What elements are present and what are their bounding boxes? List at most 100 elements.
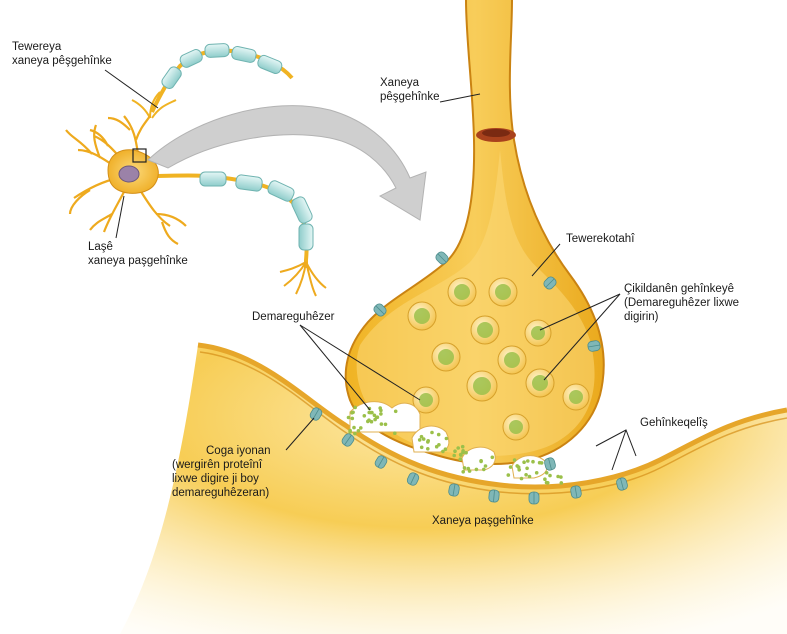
neurotransmitter-dots [346, 405, 564, 485]
neurotransmitter-dot [368, 410, 373, 415]
neurotransmitter-dot [522, 460, 526, 465]
ion-channel-icon [374, 455, 388, 469]
neurotransmitter-dot [506, 473, 511, 477]
neurotransmitter-dot [461, 470, 466, 474]
ion-channel-icon [528, 491, 540, 505]
label-tewerekotahi: Tewerekotahî [566, 233, 635, 245]
label-coga-iyonan: Coga iyonan [206, 445, 271, 457]
neurotransmitter-dot [372, 413, 377, 418]
label-coga-iyonan-4: demareguhêzeran) [172, 487, 269, 499]
neurotransmitter-dot [426, 439, 431, 443]
neurotransmitter-dot [543, 477, 547, 482]
neurotransmitter-dot [373, 417, 377, 422]
neurotransmitter-dot [474, 467, 479, 472]
neurotransmitter-dot [559, 481, 564, 485]
neurotransmitter-dot [462, 466, 467, 470]
neurotransmitter-dot [524, 473, 528, 477]
neurotransmitter-dot [441, 449, 445, 454]
label-xaneya-pesgehinke-2: pêşgehînke [380, 91, 439, 103]
vesicle-icon [431, 342, 461, 372]
presynaptic-neuron [65, 43, 327, 297]
neurotransmitter-dot [537, 460, 542, 465]
neurotransmitter-dot [525, 466, 529, 471]
neurotransmitter-dot [426, 447, 430, 451]
nucleus [118, 165, 140, 183]
neurotransmitter-dot [456, 446, 461, 450]
leader-lines [104, 69, 637, 471]
vesicle-icon [470, 315, 500, 345]
neurotransmitter-dot [460, 444, 465, 449]
neurotransmitter-dot [353, 405, 358, 410]
label-lase: Laşê [88, 241, 113, 253]
neurotransmitter-dot [436, 432, 441, 437]
vesicle-icon [407, 301, 437, 331]
neurotransmitter-dot [534, 471, 539, 475]
vesicle-icon [466, 370, 498, 402]
neurotransmitter-dot [548, 473, 552, 478]
neurotransmitter-dot [346, 415, 351, 420]
neurotransmitter-dot [526, 459, 530, 463]
myelin-sheath-upper [161, 43, 283, 89]
neurotransmitter-dot [482, 467, 486, 472]
neurotransmitter-dot [419, 445, 424, 450]
neurotransmitter-dot [531, 459, 535, 464]
neurotransmitter-dot [379, 408, 383, 413]
neurotransmitter-dot [348, 430, 352, 434]
neurotransmitter-dot [443, 447, 448, 452]
neurotransmitter-dot [516, 465, 521, 470]
neurotransmitter-dot [379, 422, 384, 426]
ion-channel-icon [616, 477, 628, 491]
ion-channel-icon [435, 251, 449, 265]
neurotransmitter-dot [453, 449, 457, 454]
label-lase-2: xaneya paşgehînke [88, 255, 188, 267]
ion-channel-icon [543, 276, 557, 290]
neurotransmitter-dot [383, 422, 388, 427]
label-cikildanen-2: (Demareguhêzer lixwe [624, 297, 739, 309]
ion-channel-icon [373, 303, 387, 317]
neurotransmitter-dot [352, 425, 356, 430]
myelin-sheath-lower [199, 171, 314, 251]
label-cikildanen-3: digirin) [624, 311, 659, 323]
neurotransmitter-dot [458, 452, 463, 457]
neurotransmitter-dot [544, 471, 549, 475]
neurotransmitter-dot [419, 434, 424, 439]
label-xaneya-pesgehinke: Xaneya [380, 77, 420, 89]
ion-channels [309, 251, 628, 505]
synaptic-cleft [349, 401, 548, 479]
neurotransmitter-dot [351, 410, 355, 415]
neurotransmitter-dot [393, 431, 397, 436]
neurotransmitter-dot [430, 430, 434, 435]
neurotransmitter-dot [366, 419, 370, 424]
neurotransmitter-dot [359, 426, 363, 430]
neurotransmitter-dot [417, 438, 422, 442]
zoom-box [132, 148, 147, 163]
neurotransmitter-dot [512, 458, 517, 462]
vesicle-icon [488, 277, 518, 307]
neurotransmitter-dot [527, 474, 532, 479]
ion-channel-icon [488, 489, 500, 503]
label-demareguhezer: Demareguhêzer [252, 311, 335, 323]
neurotransmitter-dot [479, 459, 483, 464]
neurotransmitter-dot [350, 416, 355, 421]
neurotransmitter-dot [434, 444, 439, 449]
ion-channel-icon [341, 433, 355, 447]
neurotransmitter-dot [452, 453, 457, 458]
neurotransmitter-dot [375, 415, 380, 420]
neurotransmitter-dot [458, 457, 463, 462]
neurotransmitter-dot [490, 455, 495, 460]
vesicle-icon [524, 319, 552, 347]
synaptic-vesicles [407, 277, 590, 441]
label-cikildanen: Çikildanên gehînkeyê [624, 283, 734, 295]
label-tewereya-2: xaneya pêşgehînke [12, 55, 112, 67]
neurotransmitter-dot [556, 474, 560, 479]
neurotransmitter-dot [464, 450, 468, 455]
vesicle-icon [502, 413, 530, 441]
neurotransmitter-dot [559, 475, 563, 479]
neurotransmitter-dot [356, 429, 361, 433]
neurotransmitter-dot [393, 409, 398, 414]
label-gehinkeqelis: Gehînkeqelîş [640, 417, 708, 429]
label-coga-iyonan-2: (wergirên proteînî [172, 459, 263, 471]
neurotransmitter-dot [546, 481, 550, 485]
